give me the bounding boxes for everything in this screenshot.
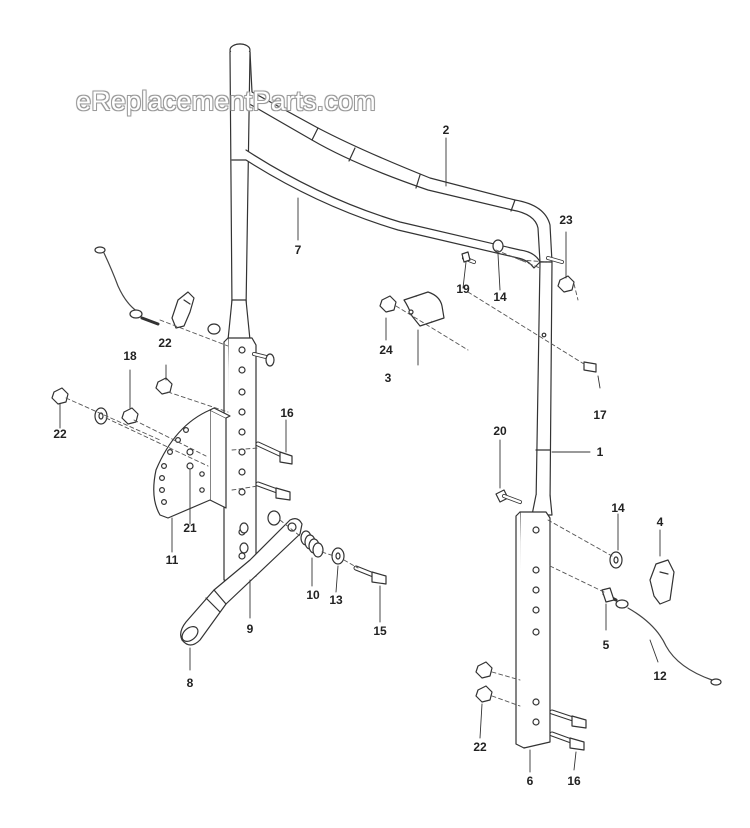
handle-bar-part xyxy=(229,43,553,263)
callout-3: 3 xyxy=(384,371,392,385)
callout-4: 4 xyxy=(656,515,664,529)
callout-23: 23 xyxy=(559,213,573,227)
callout-24: 24 xyxy=(379,343,393,357)
callout-14-lower: 14 xyxy=(611,501,625,515)
callout-7: 7 xyxy=(294,243,302,257)
callout-22-right: 22 xyxy=(473,740,487,754)
callout-12: 12 xyxy=(653,669,667,683)
callout-22-upper: 22 xyxy=(158,336,172,350)
left-tube-part xyxy=(227,51,541,341)
lever-arm-part xyxy=(180,518,303,646)
callout-18: 18 xyxy=(123,349,137,363)
watermark: eReplacementParts.com xyxy=(76,86,376,116)
callout-14-upper: 14 xyxy=(493,290,507,304)
fasteners xyxy=(51,239,623,751)
callout-15: 15 xyxy=(373,624,387,638)
callout-13: 13 xyxy=(329,593,343,607)
left-channel-plate xyxy=(223,337,257,583)
callout-1: 1 xyxy=(596,445,604,459)
callout-10: 10 xyxy=(306,588,320,602)
leader-lines xyxy=(59,137,661,773)
callout-19: 19 xyxy=(456,282,470,296)
callout-9: 9 xyxy=(246,622,254,636)
spring-part xyxy=(300,530,324,558)
callout-6: 6 xyxy=(526,774,534,788)
callout-5: 5 xyxy=(602,638,610,652)
callout-8: 8 xyxy=(186,676,194,690)
right-knob xyxy=(649,559,675,605)
callout-21: 21 xyxy=(183,521,197,535)
callout-20: 20 xyxy=(493,424,507,438)
assembly-lines xyxy=(65,249,613,707)
left-cable xyxy=(94,246,160,326)
right-cable xyxy=(602,592,722,686)
left-knob xyxy=(171,291,195,329)
callout-11: 11 xyxy=(165,553,179,567)
sector-plate-part xyxy=(153,407,231,519)
callout-22-left: 22 xyxy=(53,427,67,441)
callout-17: 17 xyxy=(593,408,607,422)
right-channel-plate xyxy=(515,511,551,749)
right-tube-part xyxy=(531,261,553,516)
callout-2: 2 xyxy=(442,123,450,137)
bracket-part xyxy=(403,291,445,327)
callout-16-right: 16 xyxy=(567,774,581,788)
callout-16-left: 16 xyxy=(280,406,294,420)
